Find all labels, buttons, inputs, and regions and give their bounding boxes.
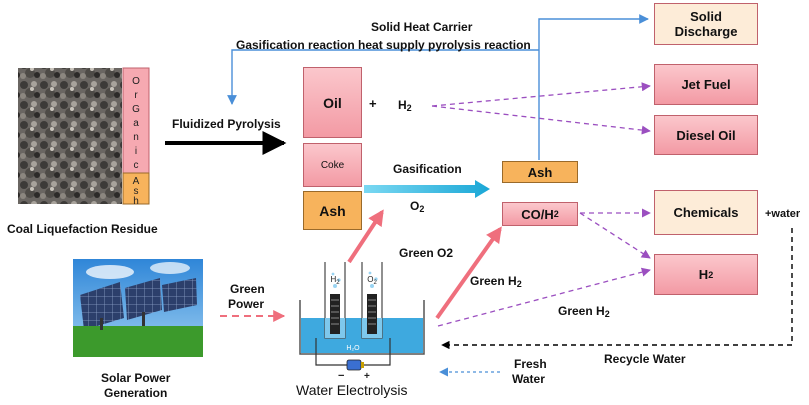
- green-h2-lower-label: Green H2: [558, 304, 610, 319]
- to-jet-fuel-arrow: [431, 82, 651, 107]
- plus-sign: +: [369, 96, 377, 111]
- diesel-oil-box: Diesel Oil: [654, 115, 758, 155]
- fresh-water-label-line2: Water: [512, 372, 545, 386]
- cell-o2-label: O2: [367, 275, 377, 286]
- o2-label: O2: [410, 199, 425, 214]
- solid-heat-carrier-label: Solid Heat Carrier: [371, 20, 473, 34]
- recycle-water-line: [441, 228, 793, 350]
- solar-caption-line2: Generation: [104, 386, 168, 400]
- green-power-label-line2: Power: [228, 297, 265, 311]
- ash-left-box: Ash: [303, 191, 362, 230]
- coal-residue-caption: Coal Liquefaction Residue: [7, 222, 158, 236]
- h2-product-label: H2: [398, 98, 412, 113]
- gasification-heat-label: Gasification reaction heat supply pyroly…: [236, 38, 531, 52]
- solid-heat-carrier-line: [538, 14, 649, 160]
- green-h2-arrow: [435, 226, 502, 320]
- jet-fuel-box: Jet Fuel: [654, 64, 758, 105]
- fresh-water-label-line1: Fresh: [514, 357, 547, 371]
- plus-water-label: +water: [765, 208, 801, 220]
- green-h2-lower-arrow: [437, 267, 651, 327]
- recycle-water-label: Recycle Water: [604, 352, 686, 366]
- oil-box: Oil: [303, 67, 362, 138]
- solar-panels-image: [73, 259, 203, 357]
- green-h2-upper-label: Green H2: [470, 274, 522, 289]
- plus-terminal: +: [364, 371, 370, 382]
- chemicals-box: Chemicals: [654, 190, 758, 235]
- coal-residue-image: [18, 68, 122, 204]
- green-o2-label: Green O2: [399, 246, 454, 260]
- heat-supply-line: [227, 49, 539, 105]
- water-electrolysis-caption: Water Electrolysis: [296, 382, 408, 398]
- ash-right-box: Ash: [502, 161, 578, 183]
- green-power-label-line1: Green: [230, 282, 265, 296]
- cell-h2-label: H2: [330, 275, 340, 286]
- to-diesel-arrow: [431, 105, 651, 135]
- green-o2-arrow: [347, 209, 384, 264]
- minus-terminal: −: [338, 370, 344, 382]
- h2o-label: H₂O: [346, 345, 360, 352]
- solid-discharge-box: Solid Discharge: [654, 3, 758, 45]
- solar-caption-line1: Solar Power: [101, 371, 171, 385]
- co-h2-to-h2-arrow: [579, 212, 651, 259]
- organic-column: [122, 67, 150, 174]
- ash-column: [122, 172, 150, 205]
- coke-box: Coke: [303, 143, 362, 187]
- gasification-label: Gasification: [393, 162, 462, 176]
- fluidized-pyrolysis-label: Fluidized Pyrolysis: [172, 117, 281, 131]
- gasification-arrow: [364, 180, 490, 198]
- electrolysis-cell: [299, 262, 425, 371]
